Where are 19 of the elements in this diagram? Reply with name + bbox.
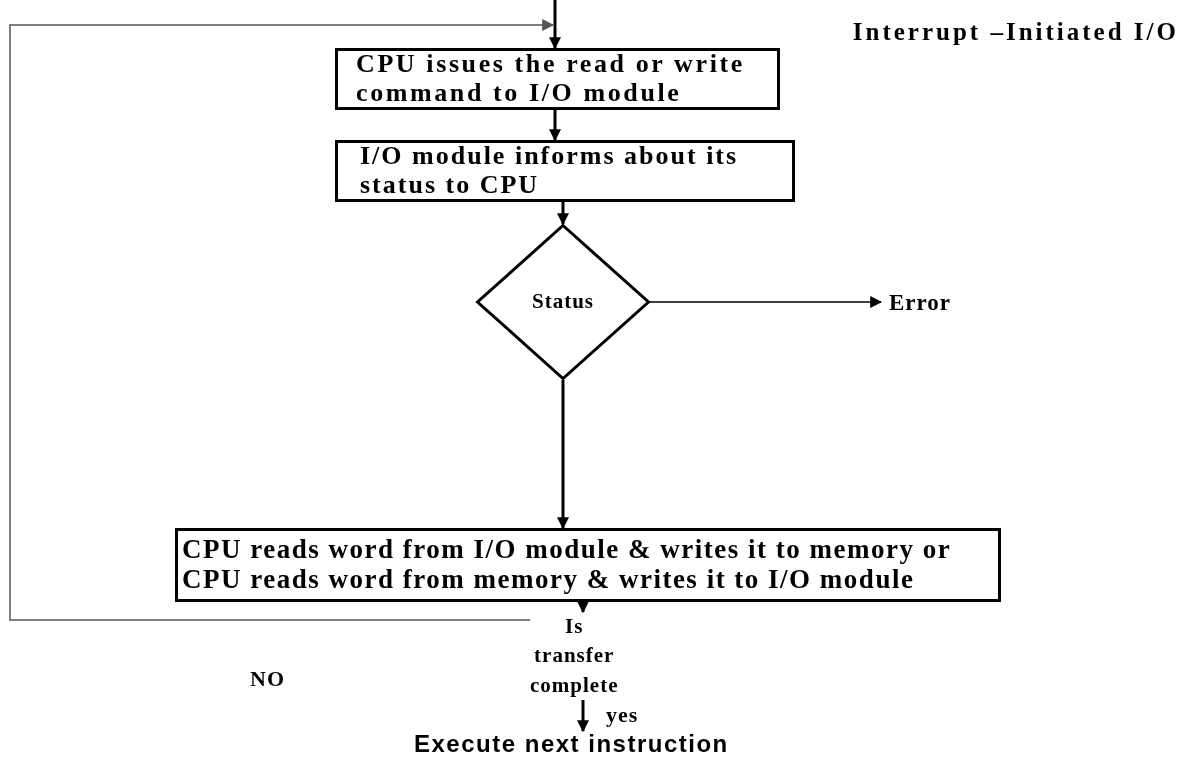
node-text: Error xyxy=(889,290,952,316)
arrow xyxy=(549,110,561,142)
node-text: I/O module informs about its status to CPU xyxy=(360,142,740,200)
diagram-title: Interrupt –Initiated I/O xyxy=(852,18,1179,46)
arrow xyxy=(557,380,569,530)
node-text: CPU issues the read or write command to I/O module xyxy=(356,50,746,108)
arrow xyxy=(577,601,589,614)
arrow xyxy=(577,700,589,733)
arrow xyxy=(549,0,561,50)
process-box xyxy=(335,48,780,110)
node-text: Status xyxy=(532,290,594,314)
node-text: Is transfer complete xyxy=(530,613,619,699)
node-text: Execute next instruction xyxy=(414,731,729,758)
node-text: CPU reads word from I/O module & writes it to memory or CPU reads word from memory & writes it to I/O module xyxy=(182,535,952,595)
process-box xyxy=(175,528,1001,602)
process-box xyxy=(335,140,795,202)
arrow xyxy=(557,202,569,226)
arrow xyxy=(9,19,555,621)
arrow xyxy=(649,296,883,308)
